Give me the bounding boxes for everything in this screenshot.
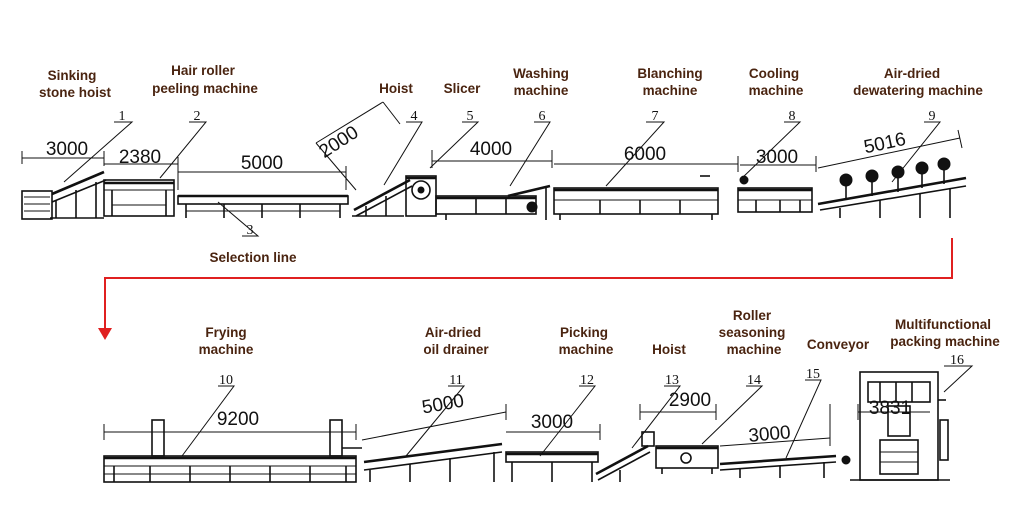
dim-3000-b: 3000 xyxy=(756,147,798,168)
leader-lines xyxy=(63,121,974,459)
machine-13-hoist xyxy=(595,431,655,482)
machine-11-oil-drainer xyxy=(363,442,503,482)
number-8: 8 xyxy=(789,109,796,124)
label-picking: Picking xyxy=(560,325,608,340)
label-cooling-machine: machine xyxy=(749,83,804,98)
number-15: 15 xyxy=(806,367,820,382)
label-cooling: Cooling xyxy=(749,66,799,81)
dimension-lines-top xyxy=(21,101,963,191)
machine-1-sinking-stone-hoist xyxy=(21,170,107,220)
label-seasoning-machine: machine xyxy=(727,342,782,357)
dim-2900: 2900 xyxy=(669,390,711,411)
label-blanching-machine: machine xyxy=(643,83,698,98)
label-sinking: Sinking xyxy=(48,68,97,83)
machine-4-hoist xyxy=(352,178,413,217)
label-peeling-machine: peeling machine xyxy=(152,81,258,96)
label-dewatering-machine: dewatering machine xyxy=(853,83,983,98)
number-12: 12 xyxy=(580,373,594,388)
dim-3831: 3831 xyxy=(869,398,911,419)
number-5: 5 xyxy=(467,109,474,124)
machine-14-roller-seasoning-machine xyxy=(655,445,719,474)
label-hoist-1: Hoist xyxy=(379,81,413,96)
machine-9-dewatering-machine xyxy=(817,157,967,218)
label-frying-machine: machine xyxy=(199,342,254,357)
machine-7-blanching-machine xyxy=(553,175,719,220)
dimension-texts-bottom: 9200 5000 3000 2900 3000 3831 xyxy=(217,390,911,447)
number-11: 11 xyxy=(449,373,462,388)
label-slicer: Slicer xyxy=(444,81,482,96)
label-picking-machine: machine xyxy=(559,342,614,357)
machine-3-selection-line xyxy=(177,194,349,218)
label-washing: Washing xyxy=(513,66,569,81)
dim-3000-c: 3000 xyxy=(531,412,573,433)
label-conveyor: Conveyor xyxy=(807,337,870,352)
number-9: 9 xyxy=(929,109,936,124)
number-1: 1 xyxy=(119,109,126,124)
number-16: 16 xyxy=(950,353,964,368)
dimension-lines-bottom xyxy=(103,404,930,447)
label-frying: Frying xyxy=(205,325,246,340)
label-roller: Roller xyxy=(733,308,772,323)
flow-arrow xyxy=(98,238,953,340)
label-stone-hoist: stone hoist xyxy=(39,85,112,100)
machine-5-slicer xyxy=(405,175,437,217)
machine-8-cooling-machine xyxy=(737,175,813,213)
dimension-texts-top: 3000 2380 5000 2000 4000 6000 3000 5016 xyxy=(46,122,908,174)
dim-5000-b: 5000 xyxy=(420,391,465,419)
dim-3000-a: 3000 xyxy=(46,139,88,160)
top-row-labels: Sinking stone hoist Hair roller peeling … xyxy=(39,63,983,265)
number-4: 4 xyxy=(411,109,418,124)
machine-16-packing-machine xyxy=(850,371,950,481)
machine-10-frying-machine xyxy=(103,419,362,483)
label-hoist-2: Hoist xyxy=(652,342,686,357)
label-seasoning: seasoning xyxy=(719,325,786,340)
bottom-row-labels: Frying machine Air-dried oil drainer Pic… xyxy=(199,308,1001,357)
number-3: 3 xyxy=(247,223,254,238)
label-selection-line: Selection line xyxy=(209,250,297,265)
machine-2-peeling-machine xyxy=(103,179,175,217)
number-2: 2 xyxy=(194,109,201,124)
label-oil-drainer: oil drainer xyxy=(423,342,489,357)
number-6: 6 xyxy=(539,109,546,124)
number-7: 7 xyxy=(652,109,659,124)
machine-15-conveyor xyxy=(719,454,851,478)
dim-9200: 9200 xyxy=(217,409,259,430)
number-10: 10 xyxy=(219,373,233,388)
dim-4000: 4000 xyxy=(470,139,512,160)
dim-2000: 2000 xyxy=(316,122,363,163)
number-14: 14 xyxy=(747,373,761,388)
label-air-dried: Air-dried xyxy=(884,66,940,81)
label-washing-machine: machine xyxy=(514,83,569,98)
machine-12-picking-machine xyxy=(505,451,599,482)
dim-6000: 6000 xyxy=(624,144,666,165)
machine-6-washing-machine xyxy=(435,184,551,220)
dim-2380: 2380 xyxy=(119,147,161,168)
item-numbers: 1 2 3 4 5 6 7 8 9 10 11 12 13 14 15 16 xyxy=(119,109,965,388)
dim-5000-a: 5000 xyxy=(241,153,283,174)
label-multifunctional: Multifunctional xyxy=(895,317,991,332)
label-hair-roller: Hair roller xyxy=(171,63,236,78)
number-13: 13 xyxy=(665,373,679,388)
label-air-dried-2: Air-dried xyxy=(425,325,481,340)
label-blanching: Blanching xyxy=(637,66,702,81)
label-packing-machine: packing machine xyxy=(890,334,1000,349)
